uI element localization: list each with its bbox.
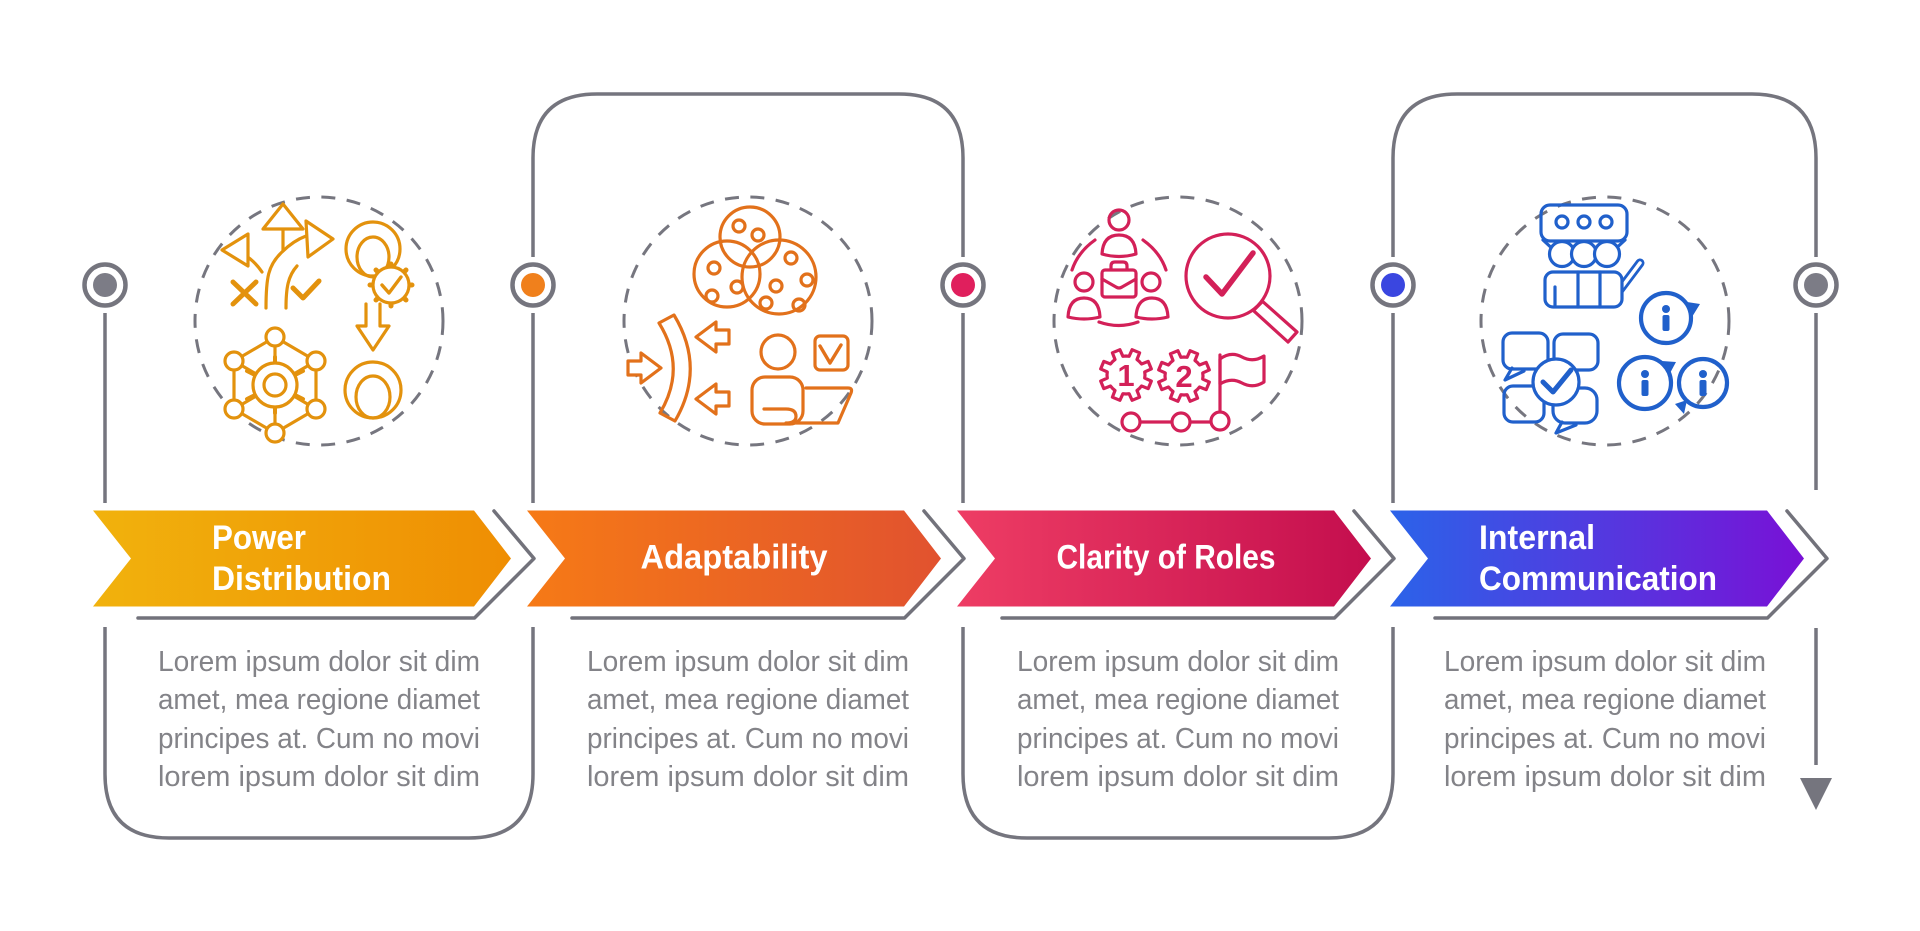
svg-text:lorem ipsum dolor sit dim: lorem ipsum dolor sit dim	[587, 761, 909, 793]
svg-text:principes at. Cum no movi: principes at. Cum no movi	[1444, 723, 1766, 755]
svg-text:lorem ipsum dolor sit dim: lorem ipsum dolor sit dim	[1444, 761, 1766, 793]
svg-text:Lorem ipsum dolor sit dim: Lorem ipsum dolor sit dim	[1017, 646, 1339, 678]
svg-text:Internal: Internal	[1479, 519, 1595, 557]
svg-text:principes at. Cum no movi: principes at. Cum no movi	[1017, 723, 1339, 755]
svg-text:Adaptability: Adaptability	[641, 539, 828, 577]
svg-text:2: 2	[1175, 359, 1192, 394]
svg-text:amet, mea regione diamet: amet, mea regione diamet	[1017, 684, 1339, 716]
svg-text:principes at. Cum no movi: principes at. Cum no movi	[587, 723, 909, 755]
svg-text:Distribution: Distribution	[212, 560, 391, 598]
svg-text:amet, mea regione diamet: amet, mea regione diamet	[587, 684, 909, 716]
svg-text:amet, mea regione diamet: amet, mea regione diamet	[158, 684, 480, 716]
svg-text:1: 1	[1117, 358, 1134, 393]
svg-text:Clarity of Roles: Clarity of Roles	[1057, 539, 1276, 577]
svg-text:amet, mea regione diamet: amet, mea regione diamet	[1444, 684, 1766, 716]
svg-text:principes at. Cum no movi: principes at. Cum no movi	[158, 723, 480, 755]
svg-text:Lorem ipsum dolor sit dim: Lorem ipsum dolor sit dim	[587, 646, 909, 678]
svg-text:Communication: Communication	[1479, 560, 1717, 598]
svg-text:lorem ipsum dolor sit dim: lorem ipsum dolor sit dim	[158, 761, 480, 793]
svg-text:Lorem ipsum dolor sit dim: Lorem ipsum dolor sit dim	[158, 646, 480, 678]
svg-text:lorem ipsum dolor sit dim: lorem ipsum dolor sit dim	[1017, 761, 1339, 793]
svg-text:Power: Power	[212, 519, 306, 557]
svg-text:Lorem ipsum dolor sit dim: Lorem ipsum dolor sit dim	[1444, 646, 1766, 678]
